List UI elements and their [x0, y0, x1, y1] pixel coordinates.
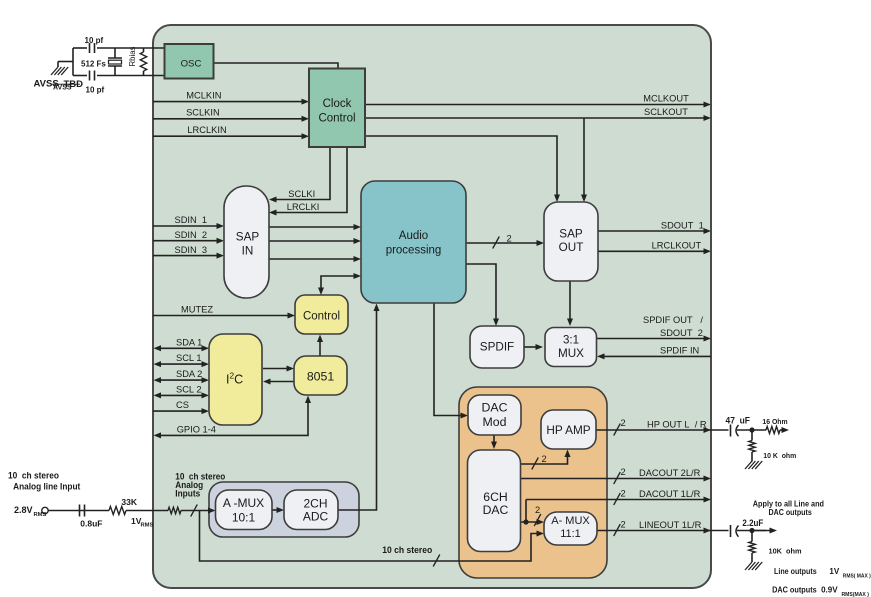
svg-text:Apply to all Line and: Apply to all Line and: [753, 500, 824, 509]
svg-text:RMS: RMS: [34, 512, 47, 518]
svg-text:RMS( MAX ): RMS( MAX ): [843, 574, 871, 580]
svg-text:2: 2: [542, 454, 547, 464]
svg-text:Line outputs: Line outputs: [774, 567, 817, 576]
svg-text:1V: 1V: [829, 567, 839, 576]
svg-text:10 K ohm: 10 K ohm: [763, 451, 796, 460]
svg-text:2.8V: 2.8V: [14, 505, 33, 515]
svg-text:OUT: OUT: [559, 241, 584, 254]
svg-text:6CH: 6CH: [483, 490, 507, 504]
svg-text:SPDIF IN: SPDIF IN: [660, 346, 699, 356]
svg-text:3:1: 3:1: [563, 335, 579, 347]
svg-text:LRCLKOUT: LRCLKOUT: [652, 240, 702, 250]
svg-text:SCLKOUT: SCLKOUT: [644, 107, 688, 117]
svg-text:SCLKI: SCLKI: [288, 189, 315, 199]
svg-text:DAC: DAC: [482, 401, 508, 415]
svg-text:SAP: SAP: [559, 228, 583, 241]
svg-text:LRCLKI: LRCLKI: [287, 202, 320, 212]
svg-text:SDA 1: SDA 1: [176, 337, 202, 347]
svg-text:SPDIF: SPDIF: [480, 341, 514, 354]
svg-text:processing: processing: [386, 244, 442, 256]
svg-text:Analog line Input: Analog line Input: [13, 481, 80, 491]
svg-text:SCLKIN: SCLKIN: [186, 108, 220, 118]
svg-text:11:1: 11:1: [560, 528, 581, 540]
svg-text:512: 512: [81, 60, 95, 69]
svg-text:10 ch stereo: 10 ch stereo: [382, 545, 432, 555]
svg-text:SDA 2: SDA 2: [176, 369, 202, 379]
svg-text:RMS: RMS: [141, 522, 154, 528]
svg-text:10:1: 10:1: [232, 511, 256, 525]
svg-text:10 pf: 10 pf: [85, 36, 104, 45]
svg-text:1V: 1V: [131, 516, 142, 526]
svg-text:33K: 33K: [121, 497, 137, 507]
svg-text:MCLKIN: MCLKIN: [186, 90, 221, 100]
svg-text:Rbias: Rbias: [128, 46, 137, 66]
svg-text:MUTEZ: MUTEZ: [181, 305, 213, 315]
svg-text:IN: IN: [242, 245, 254, 258]
svg-text:Clock: Clock: [323, 98, 352, 110]
svg-text:47 uF: 47 uF: [726, 415, 751, 425]
svg-text:DACOUT 2L/R: DACOUT 2L/R: [639, 468, 701, 478]
svg-text:GPIO 1-4: GPIO 1-4: [177, 425, 216, 435]
svg-text:2: 2: [535, 505, 540, 515]
svg-text:2: 2: [621, 467, 626, 477]
svg-text:2: 2: [507, 234, 512, 244]
svg-text:HP OUT L / R: HP OUT L / R: [647, 420, 707, 430]
svg-text:A- MUX: A- MUX: [551, 515, 590, 527]
svg-text:SDIN 3: SDIN 3: [175, 245, 208, 255]
svg-text:SCL 1: SCL 1: [176, 353, 202, 363]
svg-text:AVSS: AVSS: [34, 79, 59, 90]
svg-text:0.8uF: 0.8uF: [80, 519, 102, 529]
svg-text:ADC: ADC: [303, 509, 329, 523]
svg-text:Fs: Fs: [97, 60, 107, 69]
svg-text:Control: Control: [303, 311, 340, 323]
svg-text:8051: 8051: [307, 369, 335, 383]
svg-text:DAC outputs: DAC outputs: [769, 508, 813, 517]
svg-text:Inputs: Inputs: [175, 488, 200, 498]
svg-text:2CH: 2CH: [303, 497, 327, 511]
svg-text:16 Ohm: 16 Ohm: [762, 417, 787, 426]
svg-text:DAC outputs: DAC outputs: [772, 585, 817, 594]
svg-text:LINEOUT 1L/R: LINEOUT 1L/R: [639, 520, 702, 530]
svg-text:MUX: MUX: [558, 347, 584, 360]
svg-text:I2C: I2C: [226, 371, 243, 387]
svg-text:2.2uF: 2.2uF: [742, 518, 763, 528]
svg-text:SDOUT 2: SDOUT 2: [660, 328, 703, 338]
svg-text:HP AMP: HP AMP: [546, 423, 590, 437]
svg-text:Control: Control: [318, 112, 355, 124]
svg-text:MCLKOUT: MCLKOUT: [643, 94, 689, 104]
svg-text:10 ch stereo: 10 ch stereo: [8, 471, 59, 481]
svg-text:RMS(MAX ): RMS(MAX ): [842, 592, 870, 597]
svg-text:10K ohm: 10K ohm: [769, 547, 802, 556]
svg-text:2: 2: [621, 418, 626, 428]
svg-text:DACOUT 1L/R: DACOUT 1L/R: [639, 489, 701, 499]
svg-text:Audio: Audio: [399, 230, 428, 242]
svg-text:A -MUX: A -MUX: [223, 496, 264, 510]
svg-text:SCL 2: SCL 2: [176, 384, 202, 394]
svg-text:Analog: Analog: [175, 480, 203, 490]
svg-text:Mod: Mod: [483, 415, 507, 429]
svg-text:OSC: OSC: [181, 59, 202, 70]
svg-text:AVSS: AVSS: [53, 85, 72, 92]
svg-text:10 ch stereo: 10 ch stereo: [175, 471, 225, 481]
svg-text:DAC: DAC: [483, 503, 509, 517]
svg-text:10 pf: 10 pf: [86, 86, 105, 95]
svg-text:SDIN 2: SDIN 2: [175, 230, 208, 240]
svg-text:CS: CS: [176, 400, 189, 410]
svg-text:0.9V: 0.9V: [821, 585, 838, 594]
svg-text:2: 2: [621, 488, 626, 498]
svg-text:SAP: SAP: [236, 230, 260, 243]
svg-text:LRCLKIN: LRCLKIN: [187, 125, 226, 135]
svg-text:SPDIF OUT /: SPDIF OUT /: [643, 315, 703, 325]
svg-text:SDIN 1: SDIN 1: [175, 215, 208, 225]
svg-text:2: 2: [621, 519, 626, 529]
svg-text:SDOUT 1: SDOUT 1: [661, 220, 704, 230]
